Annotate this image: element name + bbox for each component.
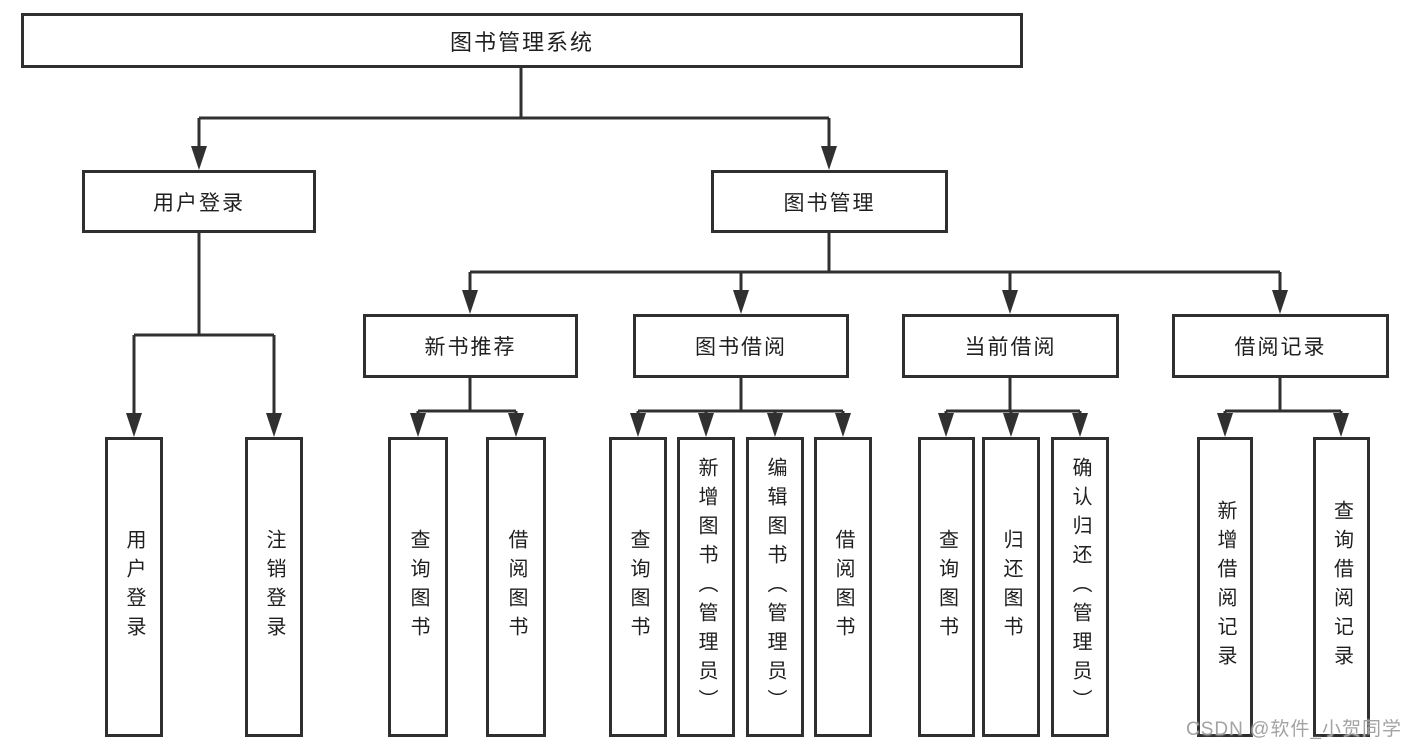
leaf-rec-query-book: 查询图书 — [388, 437, 448, 737]
node-book-borrow: 图书借阅 — [633, 314, 849, 378]
leaf-br-add-record-label: 新增借阅记录 — [1214, 500, 1236, 674]
leaf-rec-borrow-book: 借阅图书 — [486, 437, 546, 737]
node-current-borrow: 当前借阅 — [902, 314, 1119, 378]
leaf-cb-query-book: 查询图书 — [918, 437, 975, 737]
node-book-management: 图书管理 — [711, 170, 948, 233]
leaf-cb-return-book: 归还图书 — [982, 437, 1040, 737]
leaf-cb-query-book-label: 查询图书 — [935, 529, 958, 645]
leaf-cb-return-book-label: 归还图书 — [1000, 529, 1022, 645]
node-new-book-recommend: 新书推荐 — [363, 314, 578, 378]
node-root: 图书管理系统 — [21, 13, 1023, 68]
leaf-logout: 注销登录 — [245, 437, 303, 737]
leaf-br-add-record: 新增借阅记录 — [1197, 437, 1253, 737]
leaf-cb-confirm-return-label: 确认归还（管理员） — [1069, 456, 1091, 718]
node-new-book-recommend-label: 新书推荐 — [424, 336, 517, 359]
leaf-br-query-record-label: 查询借阅记录 — [1330, 500, 1353, 674]
node-root-label: 图书管理系统 — [449, 29, 594, 55]
leaf-logout-label: 注销登录 — [263, 529, 285, 645]
node-borrow-record: 借阅记录 — [1172, 314, 1389, 378]
node-book-borrow-label: 图书借阅 — [695, 336, 787, 359]
leaf-rec-borrow-book-label: 借阅图书 — [505, 529, 527, 645]
leaf-bb-borrow-book-label: 借阅图书 — [832, 529, 854, 645]
leaf-bb-query-book-label: 查询图书 — [627, 529, 649, 645]
node-borrow-record-label: 借阅记录 — [1234, 336, 1327, 359]
node-user-login: 用户登录 — [82, 170, 316, 233]
node-user-login-label: 用户登录 — [153, 191, 245, 215]
leaf-bb-add-book-label: 新增图书（管理员） — [695, 456, 717, 718]
node-current-borrow-label: 当前借阅 — [964, 336, 1057, 359]
leaf-rec-query-book-label: 查询图书 — [407, 529, 429, 645]
arrowheads — [126, 146, 1349, 437]
watermark: CSDN @软件_小贺同学 — [1186, 719, 1402, 740]
leaf-br-query-record: 查询借阅记录 — [1313, 437, 1370, 737]
node-book-management-label: 图书管理 — [783, 191, 876, 215]
leaf-bb-edit-book: 编辑图书（管理员） — [746, 437, 804, 737]
leaf-bb-borrow-book: 借阅图书 — [814, 437, 872, 737]
leaf-cb-confirm-return: 确认归还（管理员） — [1051, 437, 1109, 737]
leaf-user-login-label: 用户登录 — [123, 529, 145, 645]
leaf-bb-edit-book-label: 编辑图书（管理员） — [764, 456, 786, 718]
leaf-bb-add-book: 新增图书（管理员） — [677, 437, 735, 737]
leaf-user-login: 用户登录 — [105, 437, 163, 737]
leaf-bb-query-book: 查询图书 — [609, 437, 667, 737]
